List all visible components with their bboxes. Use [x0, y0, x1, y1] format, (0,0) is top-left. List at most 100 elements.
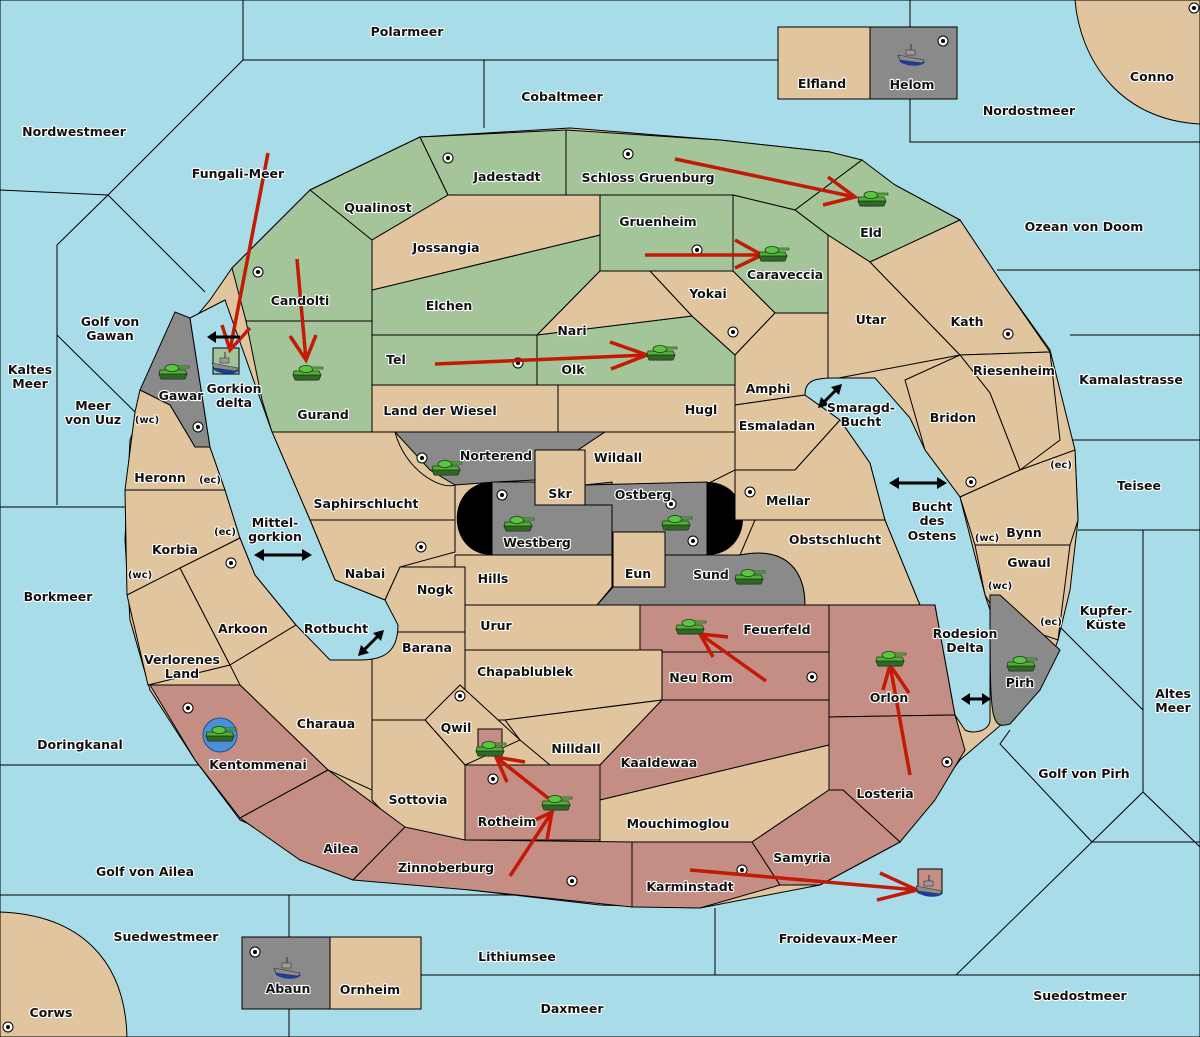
province-label-gorkion-1: Gorkion	[206, 381, 261, 396]
province-label-chapablublek: Chapablublek	[477, 664, 574, 679]
province-label-qualinost: Qualinost	[344, 200, 411, 215]
province-label-abaun: Abaun	[266, 981, 311, 996]
order-arrow-candolti-gurand	[295, 258, 308, 361]
tank-unit-icon[interactable]	[758, 246, 790, 262]
province-label-teisee: Teisee	[1117, 478, 1161, 493]
province-conno[interactable]	[1074, 0, 1200, 125]
tank-unit-icon[interactable]	[1006, 656, 1038, 672]
channel-gorkion[interactable]	[189, 299, 399, 661]
province-corws[interactable]	[0, 911, 128, 1037]
arrowhead-icon	[818, 397, 829, 408]
province-eun[interactable]	[612, 531, 666, 588]
province-label-feuerfeld: Feuerfeld	[743, 622, 810, 637]
tank-unit-icon[interactable]	[857, 191, 889, 207]
tank-unit-icon[interactable]	[646, 345, 678, 361]
province-label-doringkanal: Doringkanal	[37, 737, 123, 752]
province-label-saphirschlucht: Saphirschlucht	[314, 496, 419, 511]
order-arrow-zinnoberburg-rotheim	[508, 811, 554, 877]
province-saphirschlucht[interactable]	[271, 431, 456, 521]
tank-unit-icon[interactable]	[158, 364, 190, 380]
province-label-nordwestmeer: Nordwestmeer	[22, 124, 127, 139]
channel-east[interactable]	[804, 377, 991, 733]
supply-center-icon	[687, 535, 699, 547]
supply-center-icon	[442, 152, 454, 164]
province-label-neu-rom: Neu Rom	[669, 670, 732, 685]
tank-unit-icon[interactable]	[675, 619, 707, 635]
province-jossangia[interactable]	[371, 194, 601, 291]
supply-center-icon	[1002, 328, 1014, 340]
ship-unit-icon[interactable]	[915, 875, 943, 897]
arrowhead-icon	[961, 693, 970, 705]
order-arrow-rotheim-qwil	[494, 755, 550, 800]
tank-unit-icon[interactable]	[661, 515, 693, 531]
province-label-mittel-1: Mittel-	[252, 515, 299, 530]
supply-center-icon	[744, 486, 756, 498]
supply-center-icon	[2, 1021, 14, 1033]
supply-center-icon	[727, 326, 739, 338]
adjacency-arrows	[207, 331, 991, 705]
province-label-golf-gawan-1: Golf von	[81, 314, 140, 329]
arrowhead-icon	[358, 645, 369, 656]
province-label-olk: Olk	[561, 362, 585, 377]
order-arrowhead	[822, 175, 860, 207]
tank-unit-icon[interactable]	[503, 516, 535, 532]
ship-unit-icon[interactable]	[273, 957, 301, 979]
province-label-eun: Eun	[625, 566, 651, 581]
province-label-fungali: Fungali-Meer	[192, 166, 285, 181]
province-label-wildall: Wildall	[594, 450, 642, 465]
tank-unit-icon[interactable]	[734, 569, 766, 585]
supply-center-icon	[487, 773, 499, 785]
province-label-kamalastrasse: Kamalastrasse	[1079, 372, 1183, 387]
tank-unit-icon[interactable]	[431, 460, 463, 476]
province-gruenheim[interactable]	[599, 194, 734, 272]
arrowhead-icon	[302, 549, 312, 561]
province-label-arkoon: Arkoon	[218, 621, 268, 636]
province-samyria[interactable]	[751, 789, 901, 886]
province-label-ailea: Ailea	[323, 841, 358, 856]
province-label-gruenheim: Gruenheim	[619, 214, 696, 229]
province-label-mellar: Mellar	[766, 493, 811, 508]
labels-layer: PolarmeerCobaltmeerNordwestmeerNordostme…	[7, 23, 1193, 1021]
province-label-bynn: Bynn	[1006, 525, 1041, 540]
arrowhead-icon	[831, 384, 842, 395]
tank-unit-icon[interactable]	[875, 651, 907, 667]
supply-center-icon	[416, 452, 428, 464]
province-label-golf-gawan-2: Gawan	[86, 328, 134, 343]
province-label-obstschlucht: Obstschlucht	[789, 532, 881, 547]
arrowhead-icon	[937, 477, 947, 489]
province-label-bucht-3: Ostens	[908, 528, 957, 543]
province-label-nari: Nari	[557, 323, 586, 338]
province-label-orlon: Orlon	[870, 690, 909, 705]
province-label-rotheim: Rotheim	[478, 814, 537, 829]
province-label-jossangia: Jossangia	[411, 240, 479, 255]
province-label-kaaldewaa: Kaaldewaa	[621, 755, 698, 770]
supply-center-icon	[415, 541, 427, 553]
province-label-corws: Corws	[30, 1005, 73, 1020]
tank-unit-icon[interactable]	[205, 726, 237, 742]
coast-label-korbia-wc: (wc)	[128, 570, 152, 581]
province-label-lithiumsee: Lithiumsee	[478, 949, 556, 964]
tank-unit-icon[interactable]	[292, 365, 324, 381]
province-label-tel: Tel	[386, 352, 406, 367]
tank-unit-icon[interactable]	[541, 795, 573, 811]
tank-unit-icon[interactable]	[475, 741, 507, 757]
order-arrow-neurom-feuerfeld	[698, 632, 768, 683]
province-elfland[interactable]	[777, 26, 871, 100]
province-label-schloss: Schloss Gruenburg	[581, 170, 714, 185]
province-label-verlorenes-1: Verlorenes	[144, 652, 220, 667]
province-karminstadt[interactable]	[631, 841, 781, 909]
ship-unit-icon[interactable]	[211, 352, 239, 374]
province-label-elfland: Elfland	[798, 76, 846, 91]
province-label-bridon: Bridon	[930, 410, 976, 425]
province-label-zinnoberburg: Zinnoberburg	[398, 860, 494, 875]
province-label-ornheim: Ornheim	[340, 982, 400, 997]
province-label-sottovia: Sottovia	[389, 792, 448, 807]
province-ornheim[interactable]	[329, 936, 422, 1010]
province-label-mouchimoglou: Mouchimoglou	[627, 816, 730, 831]
order-arrowhead	[288, 334, 318, 364]
supply-center-icon	[496, 489, 508, 501]
ship-unit-icon[interactable]	[897, 44, 925, 66]
province-skr[interactable]	[534, 449, 586, 506]
province-kath[interactable]	[869, 219, 1051, 356]
